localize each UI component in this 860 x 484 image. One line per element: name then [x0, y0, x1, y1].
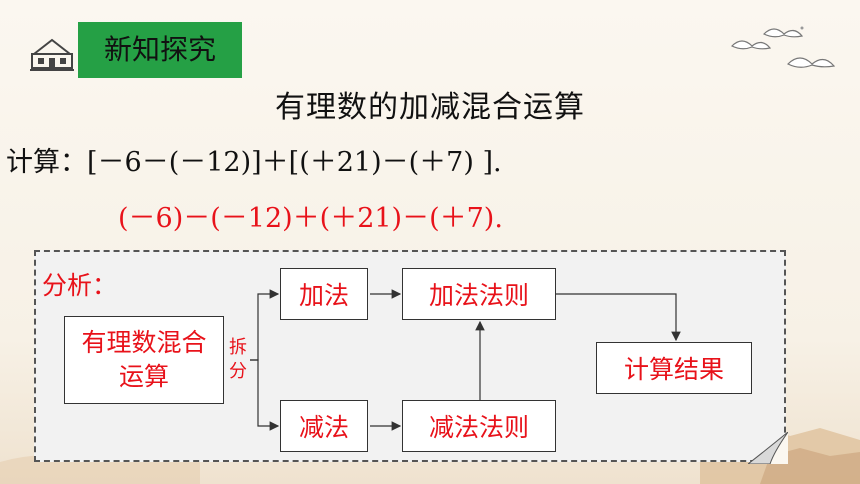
result-box: 计算结果	[596, 342, 752, 394]
building-logo-icon	[30, 38, 74, 71]
problem-statement: 计算：[－6－(－12)]＋[(＋21)－(＋7) ].	[6, 140, 502, 179]
problem-expression: [－6－(－12)]＋[(＋21)－(＋7) ].	[87, 147, 502, 178]
problem-label: 计算：	[6, 147, 87, 178]
split-label: 拆分	[226, 336, 250, 384]
page-title: 有理数的加减混合运算	[275, 90, 585, 125]
birds-icon	[730, 26, 836, 68]
subtraction-rule-box: 减法法则	[402, 400, 556, 452]
subtraction-box: 减法	[280, 400, 368, 452]
addition-rule-box: 加法法则	[402, 268, 556, 320]
rewritten-expression: (－6)－(－12)＋(＋21)－(＋7).	[118, 203, 503, 234]
section-badge: 新知探究	[78, 22, 242, 78]
split-label-char-1: 拆	[229, 337, 247, 358]
analysis-label: 分析：	[42, 271, 118, 300]
mixed-operation-box: 有理数混合运算	[64, 316, 224, 404]
split-label-char-2: 分	[229, 361, 247, 382]
page-curl-decoration	[748, 432, 788, 464]
addition-box: 加法	[280, 268, 368, 320]
